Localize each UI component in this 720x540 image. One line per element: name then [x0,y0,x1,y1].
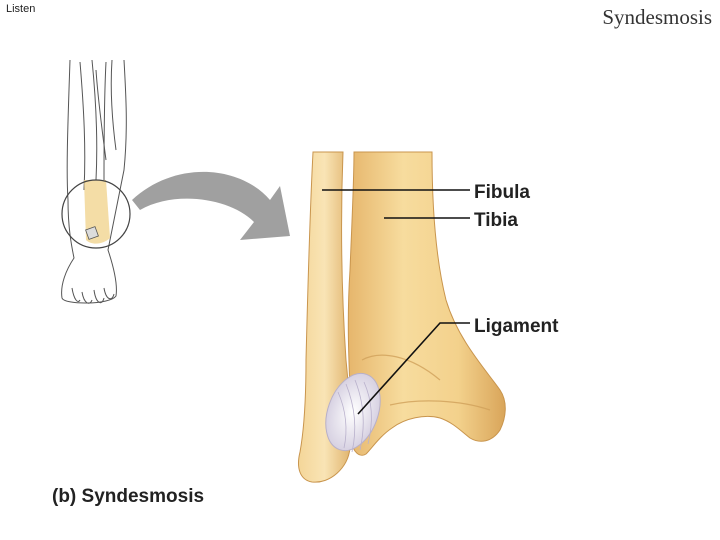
leg-bones-highlight [84,180,110,244]
ligament-band [325,372,381,453]
listen-button[interactable]: Listen [6,3,36,15]
tibia-label: Tibia [474,210,518,231]
leg-sketch [61,59,127,304]
slide-title: Syndesmosis [602,5,712,29]
figure-caption: (b) Syndesmosis [52,486,205,507]
fibula-label: Fibula [474,182,530,203]
zoom-arrow [132,171,290,240]
tibia-ridge [361,354,441,381]
tibia-lower-ridge [389,400,491,411]
ankle-bone-sketch [85,226,99,240]
tibia-bone [347,151,506,456]
zoom-circle [61,179,131,249]
ligament-label: Ligament [474,316,559,337]
ligament-leader-line [357,322,470,415]
